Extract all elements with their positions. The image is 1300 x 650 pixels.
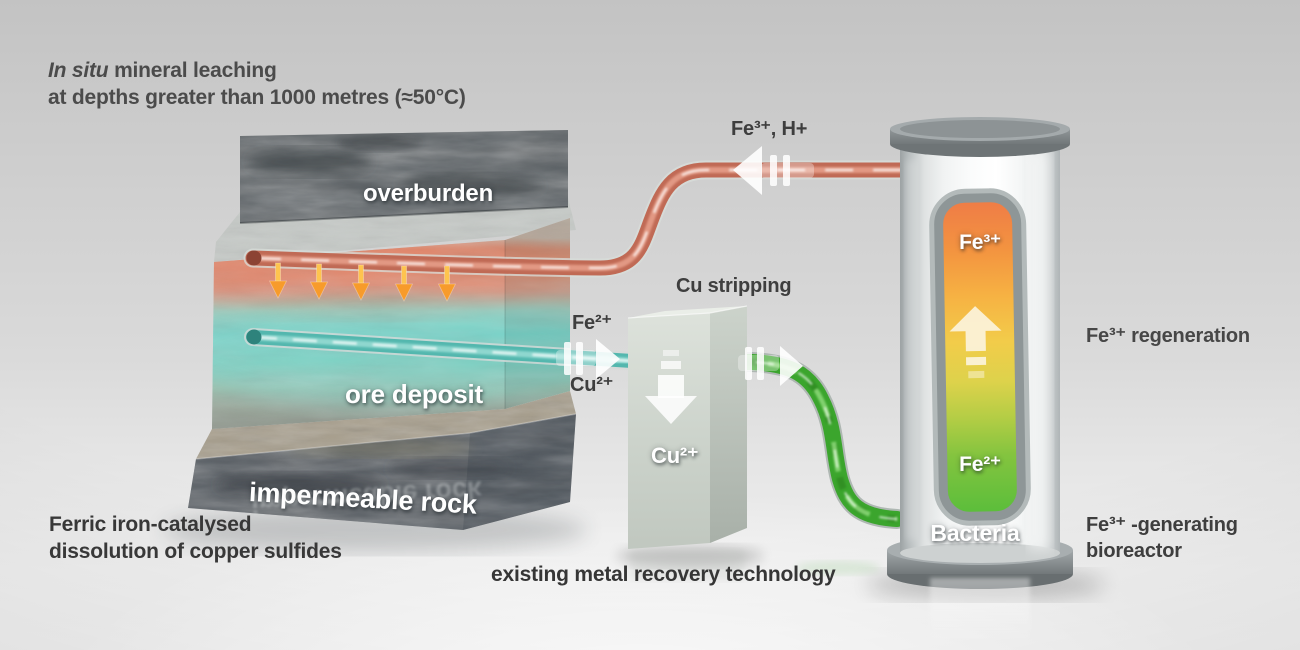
bioreactor-caption-line1: Fe³⁺ -generating <box>1086 514 1238 536</box>
bioreactor-vessel <box>887 117 1073 640</box>
overburden-label: overburden <box>363 180 494 207</box>
up-arrow-icon <box>949 306 1002 379</box>
drip-arrow-icon <box>309 263 329 300</box>
rock-caption-line2: dissolution of copper sulfides <box>49 540 342 563</box>
fe2-outflow-label: Fe²⁺ <box>572 312 612 334</box>
borehole-opening <box>246 329 262 345</box>
title-line1-rest: mineral leaching <box>108 59 277 82</box>
rock-process-caption: Ferric iron-catalysed dissolution of cop… <box>49 511 342 565</box>
flow-arrow-right-icon <box>738 346 803 386</box>
box-top-face <box>628 306 747 318</box>
bioreactor-caption-line2: bioreactor <box>1086 540 1182 562</box>
drip-arrow-icon <box>437 265 457 302</box>
cu2-box-label: Cu²⁺ <box>651 443 699 468</box>
down-arrow-icon <box>645 350 697 424</box>
borehole-opening <box>246 250 262 266</box>
bioreactor-window-bottom-label: Fe²⁺ <box>959 453 1001 476</box>
bioreactor-window-top-label: Fe³⁺ <box>959 231 1001 254</box>
box-front-face <box>628 313 710 549</box>
title-line2: at depths greater than 1000 metres (≈50°… <box>48 86 466 109</box>
rock-caption-line1: Ferric iron-catalysed <box>49 513 252 536</box>
metal-recovery-caption: existing metal recovery technology <box>491 563 836 586</box>
drip-arrows <box>268 262 457 302</box>
drip-arrow-icon <box>268 262 288 299</box>
overburden-block <box>239 130 569 224</box>
title-line1-italic: In situ <box>48 59 109 82</box>
bioreactor-caption: Fe³⁺ -generating bioreactor <box>1086 512 1238 564</box>
injection-pipe <box>243 160 913 278</box>
cu2-outflow-label: Cu²⁺ <box>570 374 614 396</box>
ore-deposit-label: ore deposit <box>345 379 483 409</box>
flow-arrow-left-icon <box>733 146 814 195</box>
title-line1: In situ mineral leaching <box>48 57 466 84</box>
return-pipe-label: Fe³⁺, H+ <box>731 118 808 140</box>
bioreactor-window <box>929 188 1031 526</box>
box-side-face <box>710 306 747 543</box>
fe3-regeneration-label: Fe³⁺ regeneration <box>1086 325 1250 347</box>
cu-stripping-box <box>627 305 748 580</box>
cu-stripping-title: Cu stripping <box>676 275 792 297</box>
bacteria-label: Bacteria <box>930 520 1020 546</box>
bioreactor-cap <box>890 117 1070 157</box>
drip-arrow-icon <box>351 264 371 301</box>
diagram-title: In situ mineral leaching at depths great… <box>48 57 466 111</box>
flow-arrow-right-icon <box>556 339 620 379</box>
drip-arrow-icon <box>394 265 414 302</box>
